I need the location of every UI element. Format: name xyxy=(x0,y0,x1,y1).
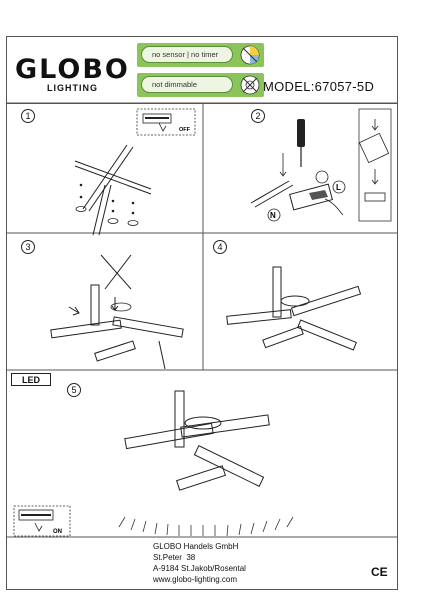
brand-subtitle: LIGHTING xyxy=(47,83,98,93)
step-4-illustration xyxy=(226,266,362,351)
ce-mark: CE xyxy=(371,565,388,579)
step-4-number: 4 xyxy=(213,240,227,254)
step-2-live-label: L xyxy=(336,183,341,192)
switch-off-label: OFF xyxy=(179,127,191,133)
step-1-number: 1 xyxy=(21,109,35,123)
step-5-number: 5 xyxy=(67,383,81,397)
switch-on-label: ON xyxy=(53,529,62,535)
step-3-illustration xyxy=(50,254,184,370)
badge-not-dimmable: not dimmable xyxy=(137,73,264,97)
led-label: LED xyxy=(11,373,51,386)
switch-on-inset: ON xyxy=(13,505,71,537)
model-number: MODEL:67057-5D xyxy=(263,79,375,94)
company-name: GLOBO Handels GmbH xyxy=(153,542,239,551)
step-5-illustration xyxy=(118,390,294,537)
company-city: A-9184 St.Jakob/Rosental xyxy=(153,564,246,573)
company-web: www.globo-lighting.com xyxy=(153,575,238,584)
step-2-number: 2 xyxy=(251,109,265,123)
sensor-timer-icon xyxy=(240,45,260,65)
panel-grid xyxy=(7,102,397,538)
badge-not-dimmable-label: not dimmable xyxy=(141,76,233,93)
instruction-sheet: GLOBO LIGHTING no sensor | no timer not … xyxy=(6,36,398,590)
header: GLOBO LIGHTING no sensor | no timer not … xyxy=(7,37,397,104)
step-3-number: 3 xyxy=(21,240,35,254)
company-address: GLOBO Handels GmbH St.Peter 38 A-9184 St… xyxy=(153,541,246,585)
brand-name: GLOBO xyxy=(15,54,130,85)
step-2-illustration: L N xyxy=(250,108,392,222)
badge-no-sensor: no sensor | no timer xyxy=(137,43,264,67)
company-street: St.Peter 38 xyxy=(153,553,196,562)
not-dimmable-icon xyxy=(240,75,260,95)
step-1-illustration: OFF xyxy=(74,108,196,236)
brand-logo: GLOBO LIGHTING xyxy=(15,54,141,93)
step-2-neutral-label: N xyxy=(270,211,276,220)
badge-no-sensor-label: no sensor | no timer xyxy=(141,46,233,63)
